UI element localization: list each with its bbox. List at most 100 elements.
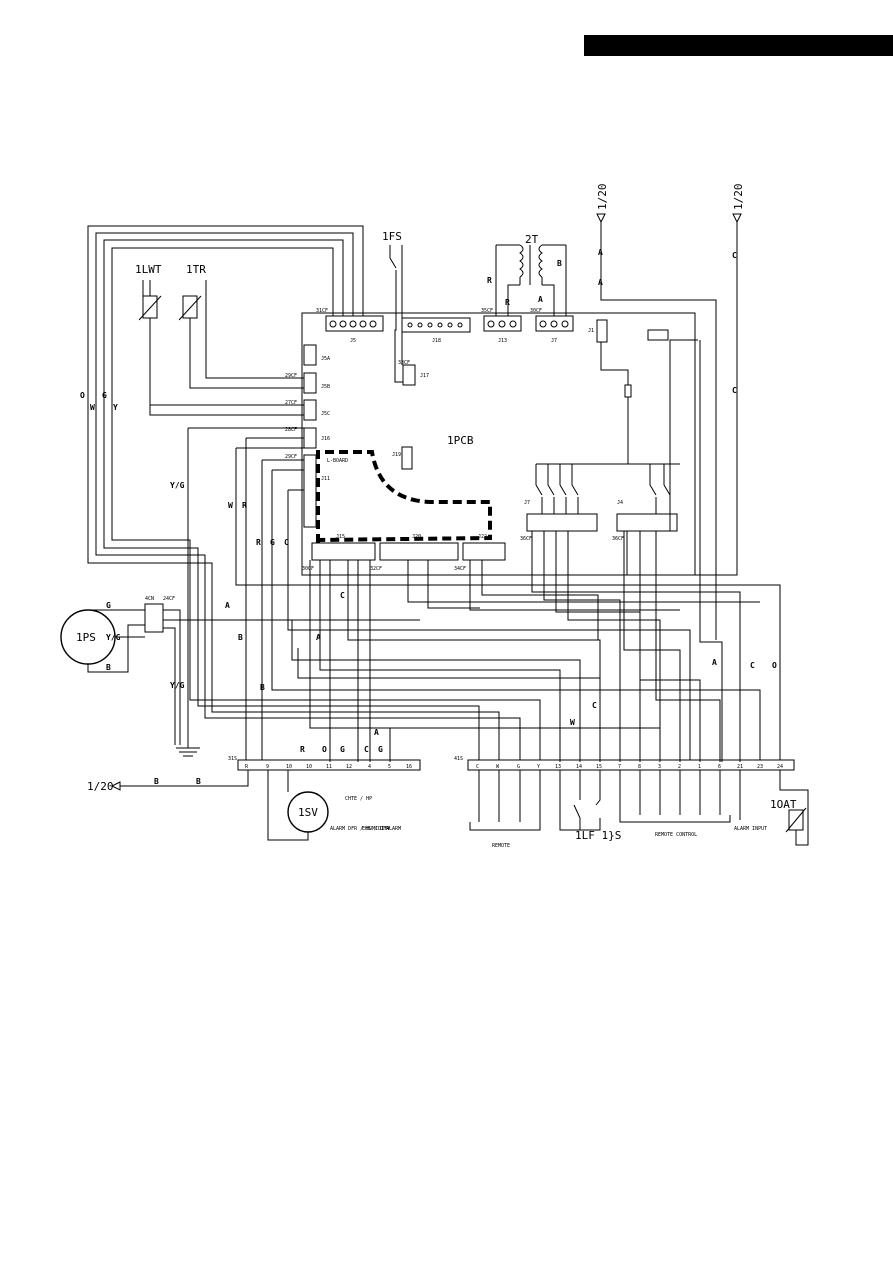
- wire-label-g-ps: G: [106, 601, 111, 610]
- bracket-remote-control: [619, 815, 731, 823]
- t41-5: 14: [576, 764, 582, 770]
- wire-label-c3: C: [732, 251, 737, 260]
- label-j20: J20: [412, 534, 421, 540]
- wire-label-b1: B: [106, 663, 111, 672]
- wire-a-top: [600, 222, 717, 640]
- label-1oat: 1OAT: [770, 798, 797, 811]
- wire-label-o-bot: O: [322, 745, 327, 754]
- wire-label-a5: A: [598, 278, 603, 287]
- label-4cn: 4CN: [145, 596, 154, 602]
- solenoid-valve-1sv: [267, 770, 329, 841]
- wire-label-r-tr: R: [505, 298, 510, 307]
- t41-11: 1: [698, 764, 701, 770]
- label-35cf: 35CF: [481, 308, 493, 314]
- connector-j5: [325, 315, 384, 332]
- label-36cf-b: 36CF: [612, 536, 624, 542]
- label-j4: J4: [617, 500, 623, 506]
- t41-6: 15: [596, 764, 602, 770]
- ref-top-left: 1/20: [596, 184, 609, 211]
- label-2t: 2T: [525, 233, 539, 246]
- connector-j15: [311, 542, 376, 561]
- connector-j1: [596, 319, 608, 343]
- t41-10: 2: [678, 764, 681, 770]
- t41-0: C: [476, 764, 479, 770]
- connector-j18-pins: [407, 322, 463, 328]
- t41-1: W: [496, 764, 500, 770]
- wire-label-w: W: [90, 403, 95, 412]
- ref-bottom-left: 1/20: [87, 780, 114, 793]
- t41-7: 7: [618, 764, 621, 770]
- wire-loops-top-left: [87, 225, 781, 762]
- label-1lwt: 1LWT: [135, 263, 162, 276]
- label-remote: REMOTE: [492, 843, 510, 849]
- relay-contacts: [535, 463, 680, 514]
- label-29cf-b: 29CF: [285, 454, 297, 460]
- ref-arrow-top-right: [732, 213, 742, 224]
- wire-label-r-top: R: [487, 276, 492, 285]
- label-j5b: J5B: [321, 384, 330, 390]
- label-j19: J19: [392, 452, 401, 458]
- wire-label-o: O: [80, 391, 85, 400]
- connector-j11: [303, 454, 317, 528]
- label-30cf: 30CF: [530, 308, 542, 314]
- t31-6: 4: [368, 764, 371, 770]
- fuse: [624, 384, 632, 398]
- connector-4cn: [144, 603, 164, 633]
- ref-top-right: 1/20: [732, 184, 745, 211]
- t41-2: G: [517, 764, 520, 770]
- label-alarm-input: ALARM INPUT: [734, 826, 767, 832]
- wire-label-yg3: Y/G: [170, 681, 185, 690]
- terminals-41s: C W G Y 13 14 15 7 8 3 2 1 6 21 23 24: [476, 764, 783, 770]
- connector-j7: [526, 513, 598, 532]
- connector-j4: [616, 513, 678, 532]
- label-1sv: 1SV: [298, 806, 318, 819]
- t41-15: 24: [777, 764, 783, 770]
- connector-j22: [462, 542, 506, 561]
- wire-label-g-bot: G: [340, 745, 345, 754]
- transformer-2t: [495, 244, 567, 316]
- wire-label-c4: C: [732, 386, 737, 395]
- connector-j19: [401, 446, 413, 470]
- terminals-31s: R 9 10 10 11 12 4 5 16: [245, 764, 412, 770]
- wire-label-b3: B: [260, 683, 265, 692]
- label-pcb: 1PCB: [447, 434, 474, 447]
- wire-label-c6: C: [364, 745, 369, 754]
- terminal-strip-31s: [237, 759, 421, 771]
- connector-j5-pins: [329, 320, 377, 328]
- t31-7: 5: [388, 764, 391, 770]
- t31-3: 10: [306, 764, 312, 770]
- label-1tr: 1TR: [186, 263, 206, 276]
- label-32cf: 32CF: [370, 566, 382, 572]
- t31-0: R: [245, 764, 249, 770]
- label-36cf-a: 36CF: [520, 536, 532, 542]
- wire-label-c2: C: [592, 701, 597, 710]
- label-29cf-a: 29CF: [285, 373, 297, 379]
- t31-2: 10: [286, 764, 292, 770]
- label-ehs-dfr: EHS / DFR: [362, 826, 390, 832]
- wires-41s-down: [478, 770, 741, 831]
- wires-bottom-connectors: [291, 560, 760, 762]
- connector-j5b: [303, 372, 317, 394]
- label-j13: J13: [498, 338, 507, 344]
- connector-j5c: [303, 399, 317, 421]
- float-switch-1fs: [389, 245, 403, 383]
- label-31s: 31S: [228, 756, 237, 762]
- terminal-strip-41s: [467, 759, 795, 771]
- label-j18: J18: [432, 338, 441, 344]
- label-j15: J15: [336, 534, 345, 540]
- label-30cf-bottom: 30CF: [302, 566, 314, 572]
- wire-label-c-left: C: [284, 538, 289, 547]
- wire-label-a-tr: A: [538, 295, 543, 304]
- label-j7: J7: [524, 500, 530, 506]
- label-j22: J22: [478, 534, 487, 540]
- pcb-board: [301, 312, 696, 576]
- connector-j20: [379, 542, 459, 561]
- connector-j7-top-pins: [539, 320, 569, 328]
- label-chte-hp: CHTE / HP: [345, 796, 372, 802]
- label-j16: J16: [321, 436, 330, 442]
- t41-9: 3: [658, 764, 661, 770]
- label-41s: 41S: [454, 756, 463, 762]
- wire-label-g-left: G: [270, 538, 275, 547]
- wire-label-b4: B: [154, 777, 159, 786]
- t41-13: 21: [737, 764, 743, 770]
